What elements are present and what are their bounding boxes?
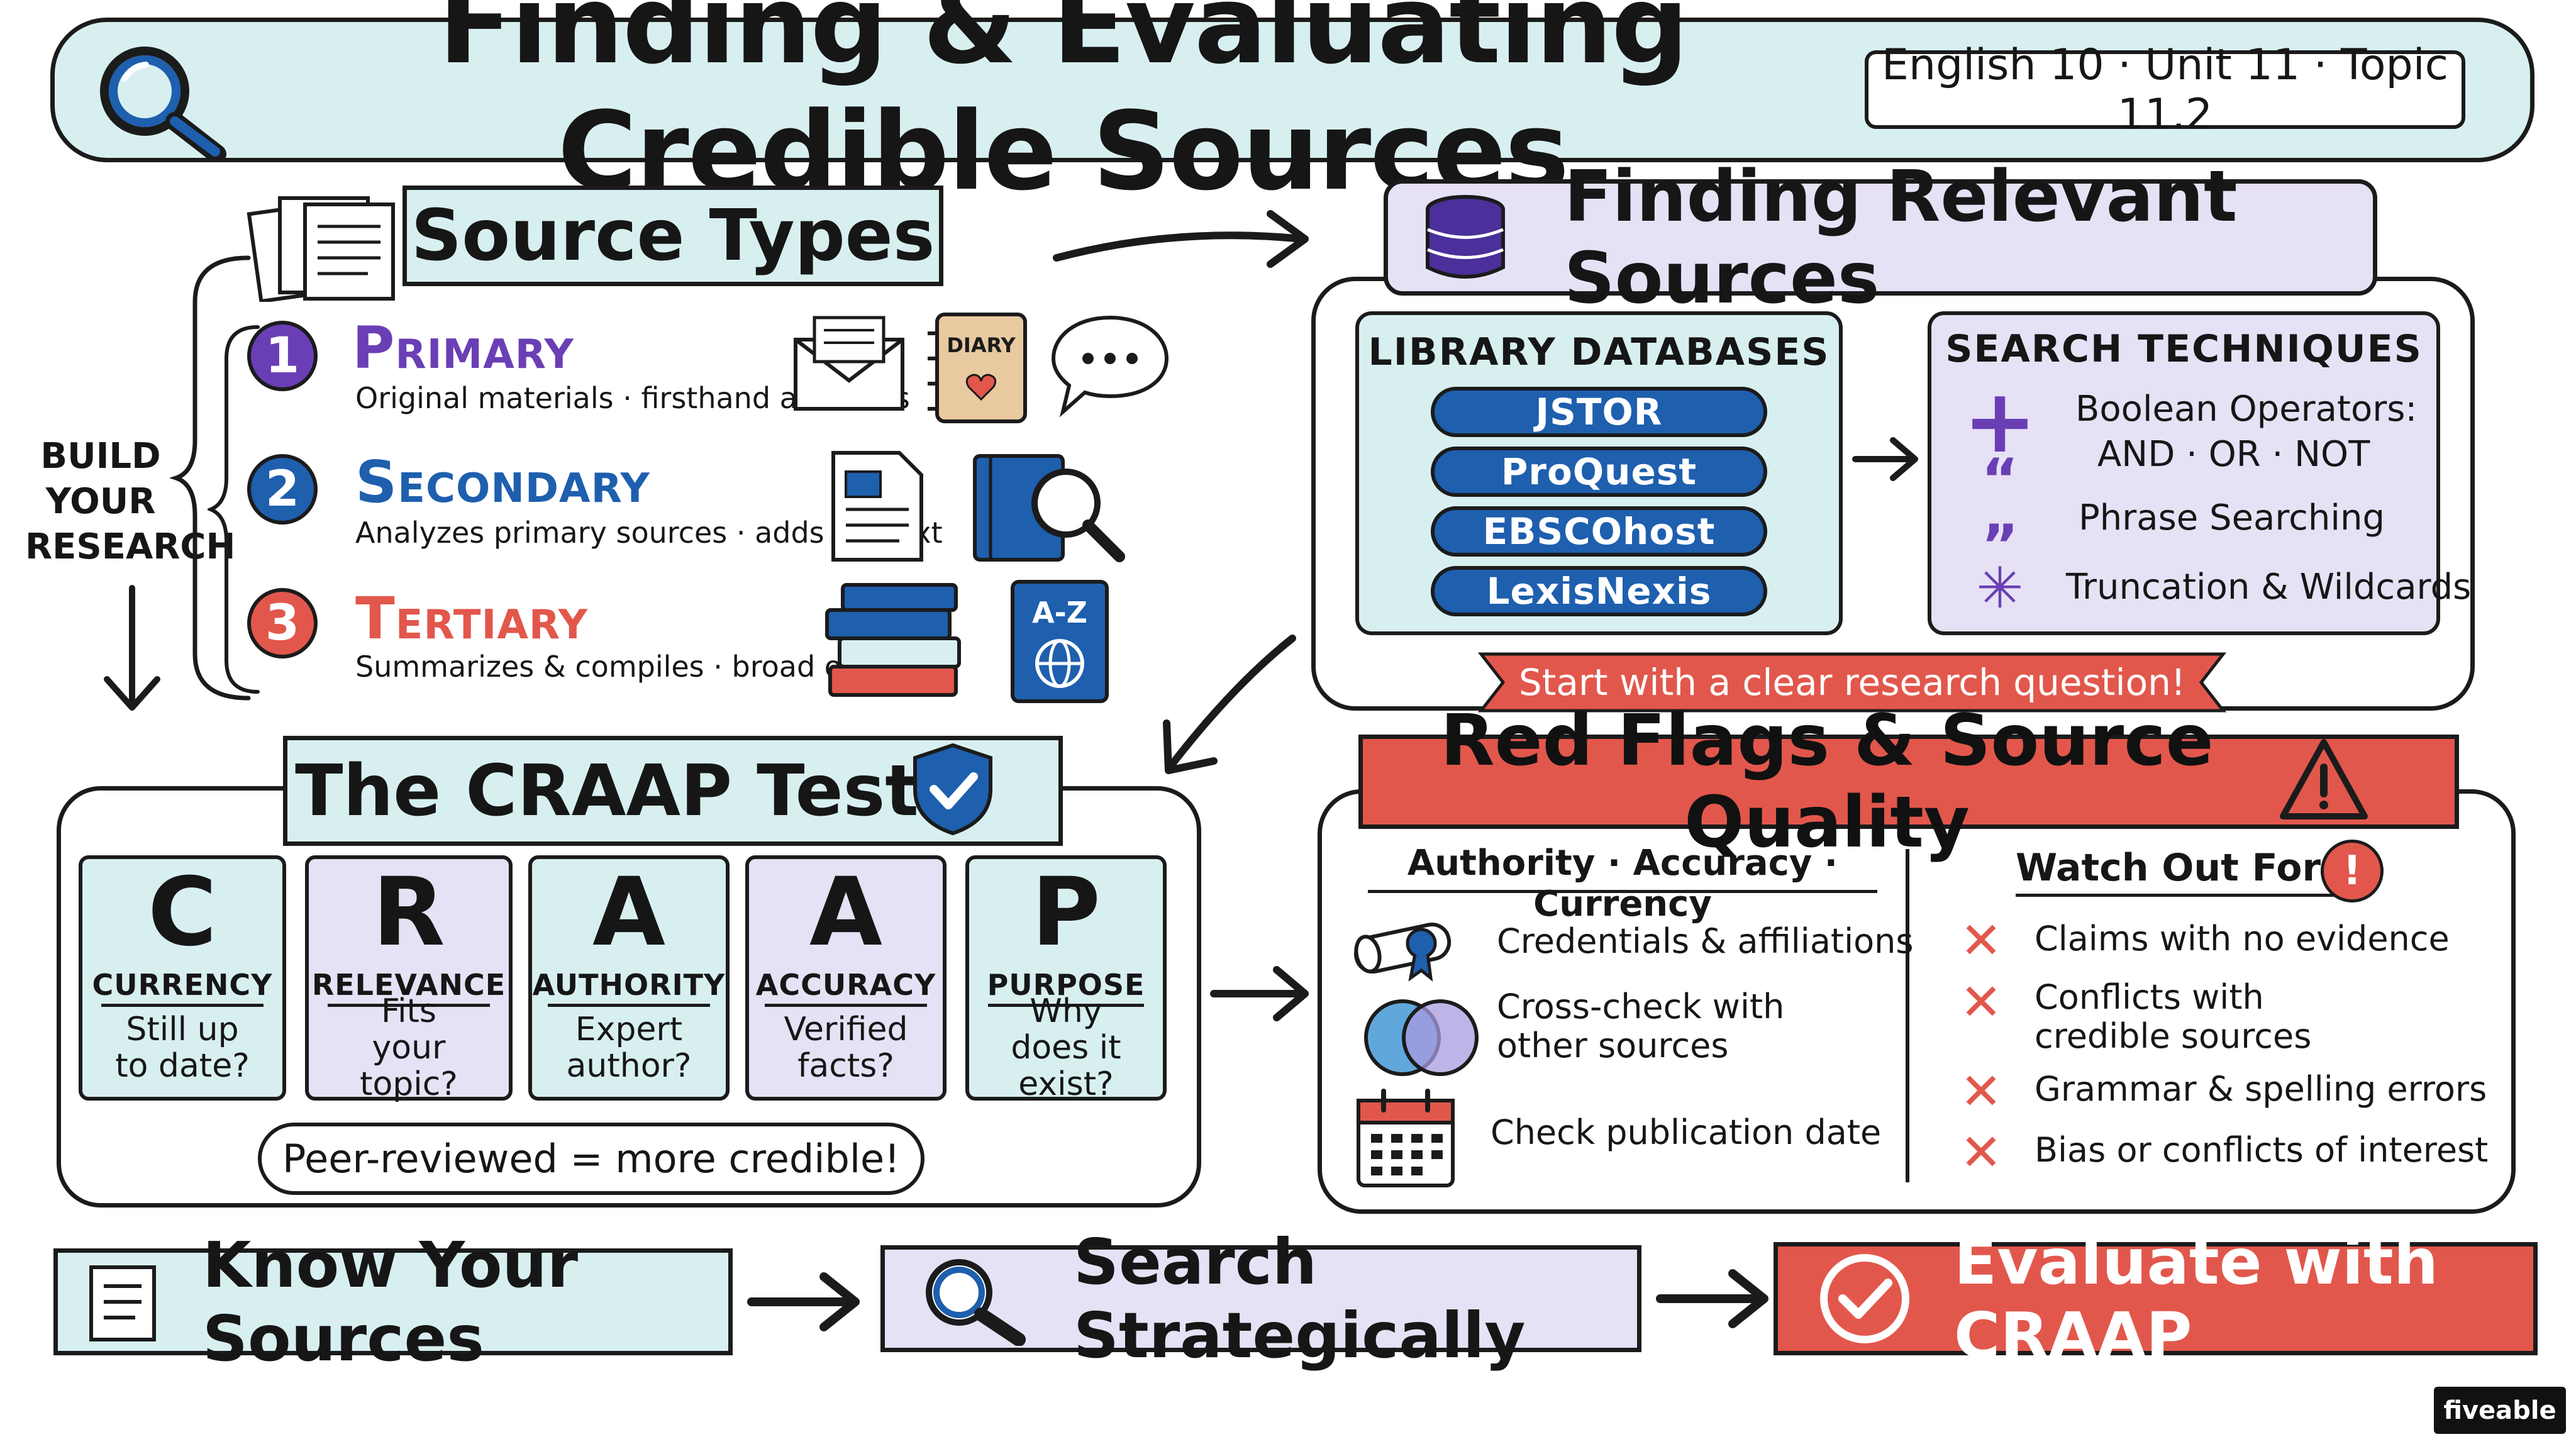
x-mark-icon: ✕ (1960, 1123, 2002, 1182)
warning-icon (2280, 739, 2368, 819)
library-databases-heading: LIBRARY DATABASES (1368, 330, 1830, 374)
peer-review-note: Peer-reviewed = more credible! (258, 1123, 924, 1195)
right-arrow-icon (1210, 966, 1309, 1021)
diary-icon: DIARY (928, 313, 1027, 423)
speech-bubble-icon (1051, 315, 1169, 418)
craap-word: CURRENCY (92, 966, 272, 1007)
calendar-icon (1357, 1089, 1455, 1187)
book-magnifier-icon (973, 454, 1125, 562)
book-stack-icon (825, 583, 961, 697)
down-arrow-icon (104, 585, 160, 711)
craap-card-accuracy: A ACCURACY Verified facts? (745, 855, 947, 1101)
search-techniques-box (1928, 311, 2440, 635)
envelope-icon (794, 316, 904, 411)
craap-question: Verified facts? (784, 1011, 908, 1085)
inner-brace (208, 325, 260, 694)
documents-icon (247, 196, 395, 302)
database-pill: EBSCOhost (1431, 506, 1767, 557)
column-divider (1906, 849, 1909, 1182)
primary-title: Primary (352, 314, 574, 382)
craap-card-relevance: R RELEVANCE Fits your topic? (305, 855, 513, 1103)
right-arrow-icon (1053, 210, 1309, 268)
diploma-icon (1354, 923, 1452, 982)
tip-banner: Start with a clear research question! (1518, 661, 2186, 704)
page-title: Finding & Evaluating Credible Sources (438, 0, 1689, 214)
document-icon (831, 451, 923, 562)
encyclopedia-icon: A-Z (1011, 580, 1109, 703)
technique-boolean: Boolean Operators: AND · OR · NOT (2075, 387, 2417, 477)
x-mark-icon: ✕ (1960, 972, 2002, 1031)
flow-step-know: Know Your Sources (53, 1228, 733, 1375)
rf-right-item: Claims with no evidence (2035, 919, 2450, 958)
diary-label: DIARY (947, 333, 1016, 357)
craap-letter: A (809, 858, 883, 967)
rf-left-item: Cross-check with other sources (1497, 987, 1785, 1065)
craap-card-authority: A AUTHORITY Expert author? (528, 855, 730, 1101)
outer-brace (170, 255, 251, 701)
craap-card-currency: C CURRENCY Still up to date? (79, 855, 286, 1101)
side-note-line: BUILD (40, 436, 161, 477)
magnifier-icon (100, 47, 226, 160)
craap-question: Why does it exist? (1011, 992, 1121, 1103)
number-badge-1: 1 (247, 321, 318, 391)
database-pill: LexisNexis (1431, 566, 1767, 616)
technique-label: Boolean Operators: (2075, 389, 2418, 430)
craap-question: Still up to date? (115, 1011, 250, 1085)
right-arrow-icon (747, 1272, 860, 1331)
craap-letter: P (1031, 858, 1101, 967)
down-left-arrow-icon (1163, 635, 1296, 774)
right-arrow-icon (1852, 437, 1918, 481)
side-note-line: YOUR (45, 481, 156, 522)
magnifier-icon (926, 1259, 1026, 1346)
secondary-title: Secondary (355, 448, 650, 516)
craap-word: ACCURACY (756, 966, 935, 1007)
technique-phrase: Phrase Searching (2079, 497, 2385, 538)
rf-right-item: Conflicts with credible sources (2035, 977, 2312, 1056)
rf-left-item: Credentials & affiliations (1497, 921, 1914, 961)
right-arrow-icon (1656, 1269, 1768, 1328)
search-techniques-heading: SEARCH TECHNIQUES (1945, 327, 2423, 371)
craap-letter: C (147, 858, 218, 967)
topic-tag: English 10 · Unit 11 · Topic 11.2 (1865, 40, 2465, 140)
side-note-line: RESEARCH (25, 526, 236, 567)
shield-check-icon (913, 743, 992, 836)
tertiary-title: Tertiary (355, 585, 589, 652)
rf-left-item: Check publication date (1491, 1113, 1882, 1152)
checklist-icon (89, 1265, 156, 1341)
source-types-heading: Source Types (402, 186, 943, 286)
encyclopedia-label: A-Z (1032, 596, 1087, 630)
quotes-icon: “ ” (1956, 447, 2044, 579)
alert-icon: ! (2321, 840, 2384, 902)
brand-logo: fiveable (2434, 1387, 2566, 1434)
craap-letter: R (372, 858, 445, 967)
asterisk-icon: ✳ (1976, 555, 2024, 621)
craap-question: Expert author? (566, 1011, 692, 1085)
craap-word: PURPOSE (987, 966, 1144, 1007)
flow-step-evaluate: Evaluate with CRAAP (1774, 1225, 2538, 1372)
rf-right-item: Grammar & spelling errors (2035, 1069, 2487, 1109)
technique-truncation: Truncation & Wildcards (2066, 567, 2472, 608)
craap-word: AUTHORITY (533, 966, 724, 1007)
number-badge-2: 2 (247, 454, 318, 525)
craap-letter: A (592, 858, 666, 967)
number-badge-3: 3 (247, 588, 318, 658)
watch-out-heading: Watch Out For: (2016, 846, 2336, 897)
craap-word: RELEVANCE (312, 966, 505, 1007)
craap-question: Fits your topic? (360, 992, 458, 1103)
plus-icon: + (1963, 370, 2037, 473)
finding-sources-heading: Finding Relevant Sources (1384, 156, 2377, 319)
database-pill: ProQuest (1431, 447, 1767, 497)
x-mark-icon: ✕ (1960, 911, 2002, 970)
tip-banner-shape (1478, 652, 2226, 713)
rf-right-item: Bias or conflicts of interest (2035, 1130, 2489, 1170)
database-icon (1426, 195, 1505, 279)
red-flags-left-heading: Authority · Accuracy · Currency (1368, 843, 1877, 924)
check-circle-icon (1820, 1254, 1909, 1343)
database-pill: JSTOR (1431, 387, 1767, 437)
venn-icon (1364, 999, 1479, 1076)
x-mark-icon: ✕ (1960, 1062, 2002, 1121)
build-research-note: BUILD YOUR RESEARCH (25, 434, 236, 570)
craap-card-purpose: P PURPOSE Why does it exist? (965, 855, 1167, 1103)
technique-operators: AND · OR · NOT (2097, 434, 2370, 475)
